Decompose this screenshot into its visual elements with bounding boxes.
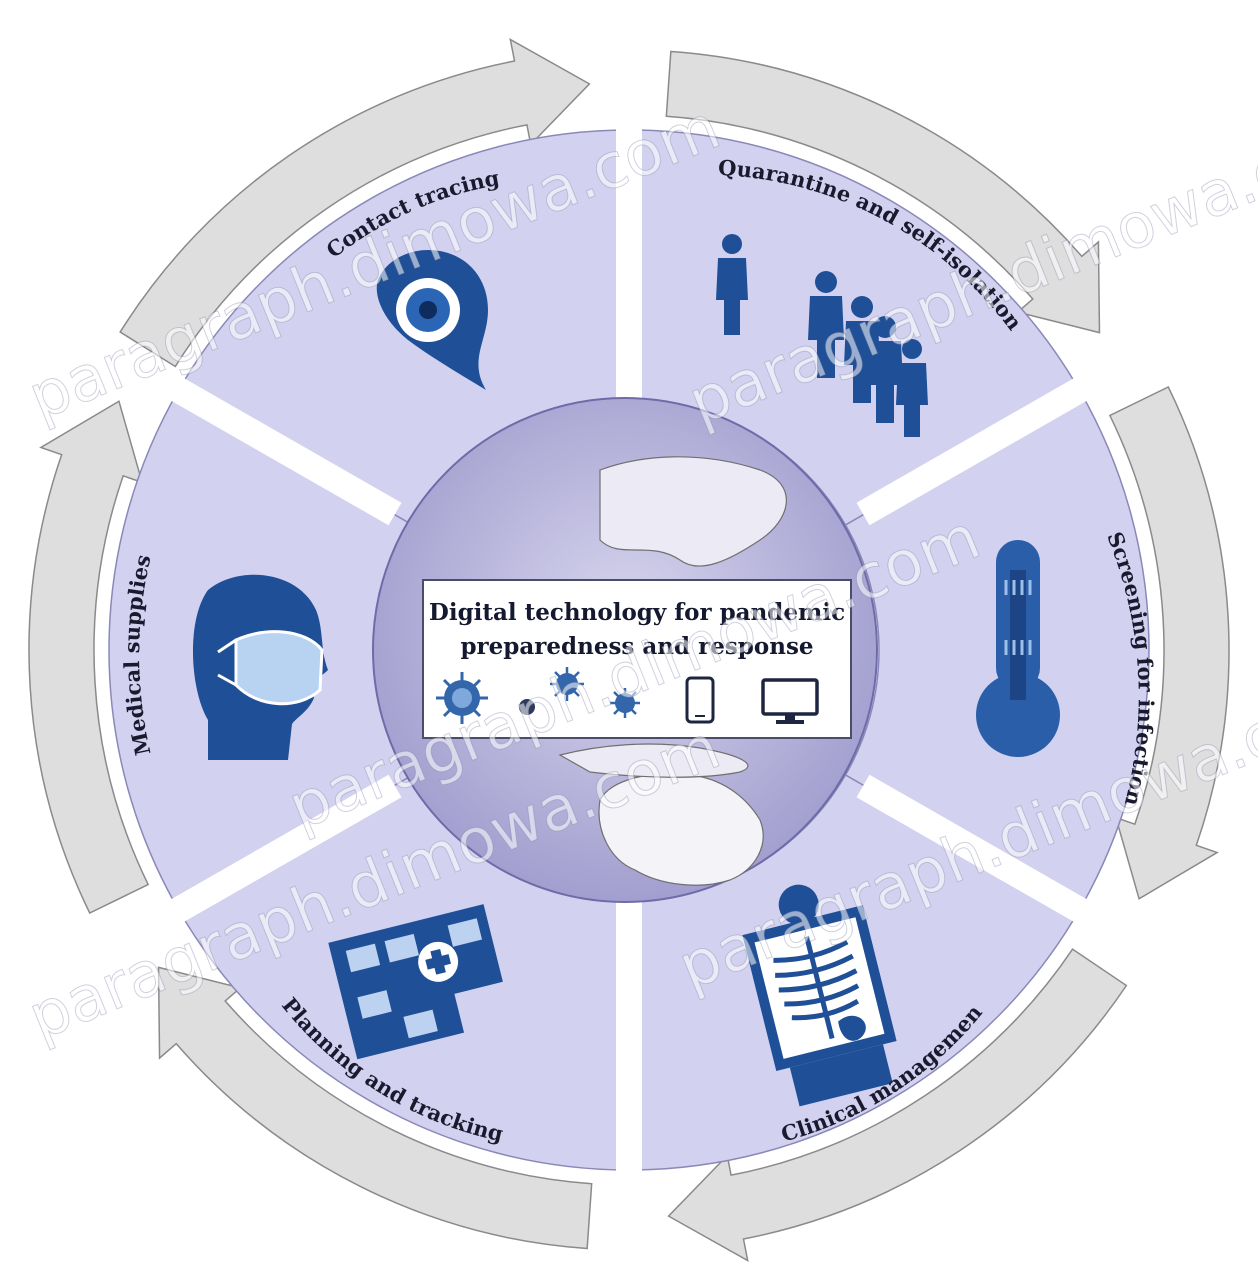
thermometer-icon (976, 540, 1060, 757)
arrow-contact-tracing (119, 37, 591, 368)
virus-icon (550, 667, 584, 701)
title-line-1: Digital technology for pandemic (429, 599, 845, 626)
arrow-quarantine (665, 50, 1101, 334)
cycle-arrows (28, 37, 1230, 1263)
arrow-screening (1108, 385, 1230, 900)
arrow-planning (157, 966, 593, 1250)
smartphone-icon (685, 676, 715, 724)
location-pin-icon (376, 250, 488, 390)
people-icon (716, 234, 928, 437)
hospital-map-icon (328, 904, 503, 1060)
virus-icon (436, 672, 488, 724)
title-line-2: preparedness and response (460, 633, 813, 660)
virus-icon (610, 688, 640, 718)
asia-landmass (599, 456, 787, 567)
segment-dividers (93, 40, 1165, 1250)
x-ray-icon (742, 884, 897, 1107)
arrow-clinical (667, 948, 1128, 1263)
islands-landmass (558, 743, 749, 778)
dot-icon (519, 699, 535, 715)
arrow-medical (28, 400, 150, 915)
monitor-icon (761, 678, 819, 724)
face-mask-icon (192, 574, 329, 760)
title-box: Digital technology for pandemic prepared… (422, 579, 852, 739)
